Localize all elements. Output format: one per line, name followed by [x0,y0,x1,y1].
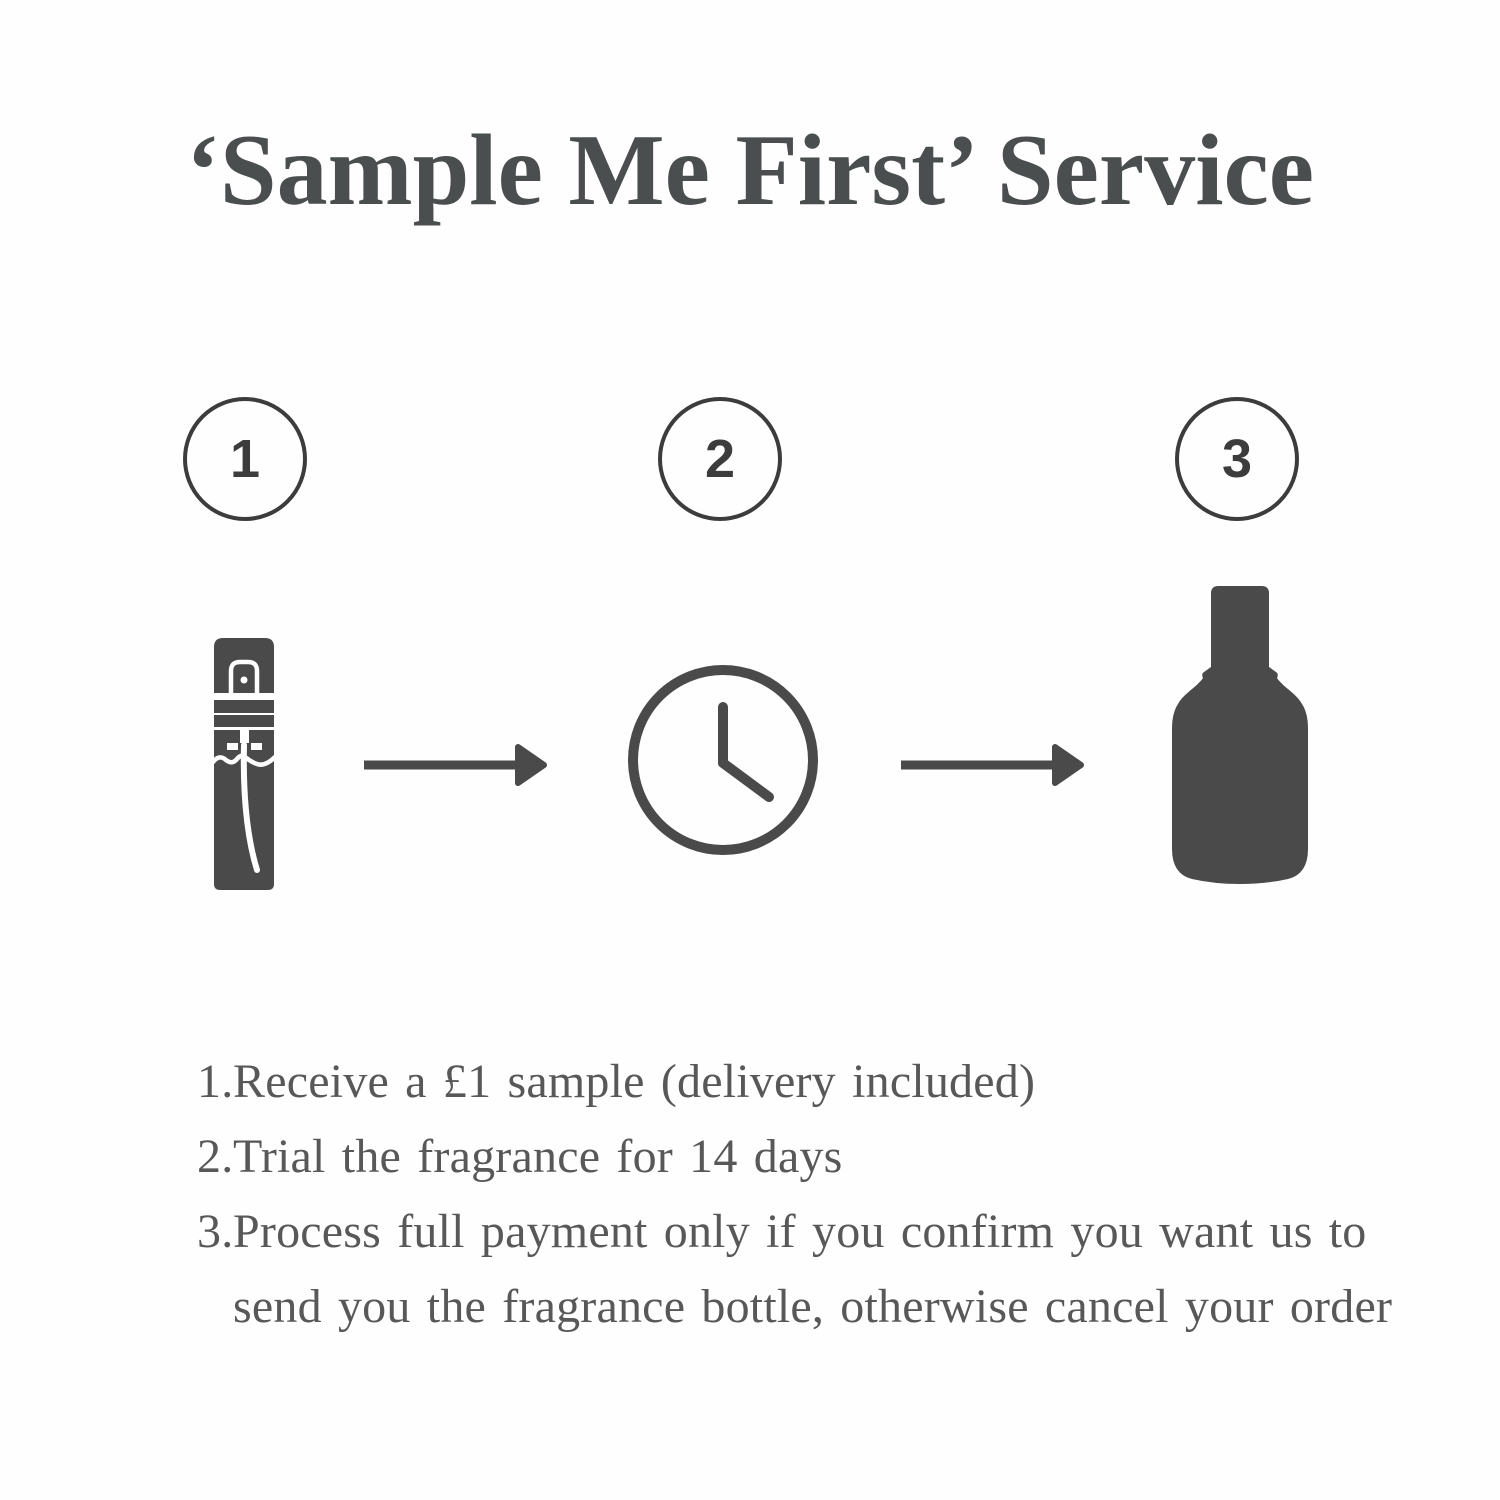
sample-vial-icon [214,638,274,890]
step-3-number: 3 [1221,429,1253,489]
list-item: 1. Receive a £1 sample (delivery include… [197,1044,1457,1119]
arrow-right-icon [901,744,1084,786]
list-item-number: 2. [197,1130,234,1183]
list-item: 2. Trial the fragrance for 14 days [197,1119,1457,1194]
step-3-badge: 3 [1175,397,1299,521]
list-item-number: 3. [197,1205,234,1258]
page-title: ‘Sample Me First’ Service [185,114,1315,227]
step-2-badge: 2 [658,397,782,521]
instructions-list: 1. Receive a £1 sample (delivery include… [197,1044,1457,1344]
step-2-number: 2 [704,429,736,489]
list-item-text: Trial the fragrance for 14 days [233,1130,843,1183]
list-item-number: 1. [197,1055,234,1108]
list-item-text: Process full payment only if you confirm… [233,1205,1393,1333]
clock-icon [628,665,818,855]
step-1-badge: 1 [183,397,307,521]
fragrance-bottle-icon [1172,586,1308,884]
list-item-text: Receive a £1 sample (delivery included) [233,1055,1036,1108]
list-item: 3. Process full payment only if you conf… [197,1194,1457,1344]
step-1-number: 1 [229,429,261,489]
arrow-right-icon [364,744,547,786]
